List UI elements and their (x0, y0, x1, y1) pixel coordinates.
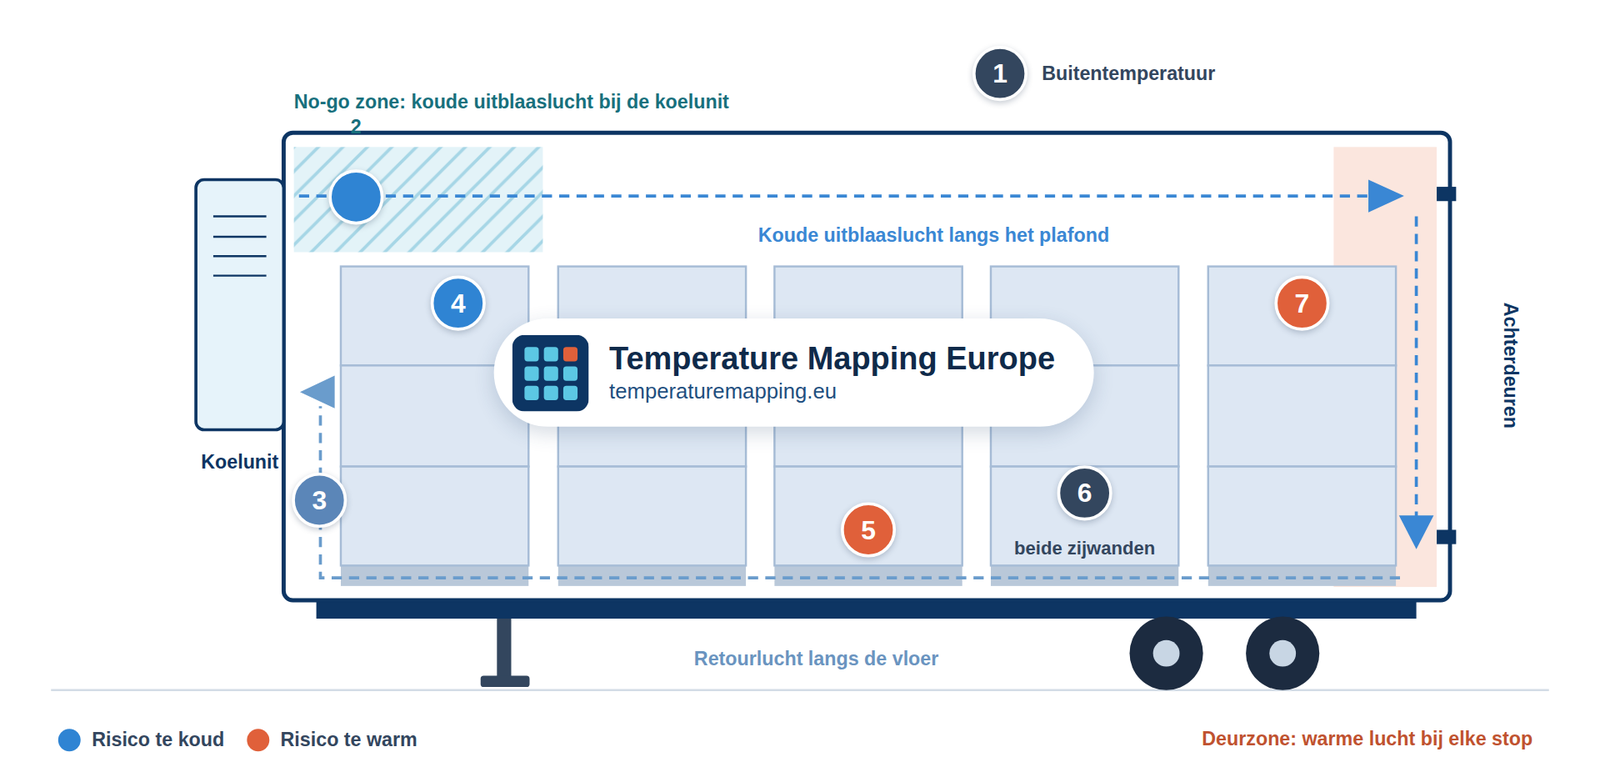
landing-leg-part (480, 675, 530, 687)
pallets-part (990, 565, 1179, 585)
return-air-flow-part (320, 405, 1400, 578)
zone-note: Deurzone: warme lucht bij elke stop (1201, 726, 1533, 751)
ground-line (50, 689, 1550, 691)
supply-air-flow-part (1399, 515, 1435, 549)
callout-number: 7 (1277, 278, 1327, 328)
callout-circle: 6 (1057, 465, 1113, 520)
no-go-zone-fill (294, 146, 544, 252)
callout-circle: 2 (328, 169, 384, 225)
callout-circle: 3 (291, 472, 347, 528)
callout-label: Buitentemperatuur (1041, 60, 1215, 85)
zone-label: Koelunit (200, 450, 279, 475)
no-go-zone: No-go zone: koude uitblaaslucht bij de k… (294, 146, 544, 252)
pallets-part (340, 466, 529, 566)
callout-number: 5 (844, 505, 894, 555)
callout-circle: 7 (1274, 275, 1330, 331)
landing-leg-part (496, 612, 511, 680)
flow-label: Koude uitblaaslucht langs het plafond (758, 223, 1110, 248)
pallets-part (558, 565, 746, 585)
wheels-part (1269, 640, 1296, 667)
wheels-part (1130, 616, 1204, 690)
wheels-part (1153, 640, 1180, 667)
callout-number: 1 (975, 49, 1025, 99)
wheels (1130, 616, 1320, 690)
brand-url: temperaturemapping.eu (609, 377, 1055, 405)
legend-text: Risico te warm (280, 727, 418, 752)
trailer-body (283, 132, 1450, 600)
door-hinges-part (1436, 186, 1456, 201)
return-air-flow-part (300, 375, 335, 409)
cooling-unit-body-part (213, 216, 267, 276)
legend-swatch (58, 728, 81, 751)
pallets-part (1208, 565, 1396, 585)
brand-name: Temperature Mapping Europe (609, 340, 1055, 378)
callout-number: 3 (295, 475, 345, 525)
cooling-unit-body-part (195, 180, 284, 430)
supply-air-flow-part (1368, 180, 1405, 213)
callout-number: 4 (433, 278, 483, 328)
cooling-unit: Koelunit (195, 180, 284, 430)
logo-icon (512, 334, 590, 411)
callout-circle: 4 (430, 275, 486, 331)
pallets-part (340, 565, 529, 585)
door-hinges-part (1436, 530, 1456, 545)
pallets-part (1208, 365, 1396, 466)
landing-leg (480, 612, 530, 687)
supply-air-flow (299, 180, 1435, 550)
door-label: Achterdeuren (1498, 302, 1523, 429)
legend-text: Risico te koud (91, 727, 225, 752)
pallets-part (558, 466, 746, 566)
callout-number: 6 (1060, 468, 1110, 518)
zone-label: No-go zone: koude uitblaaslucht bij de k… (294, 90, 730, 115)
callout-label: beide zijwanden (1014, 535, 1155, 560)
pallets-part (774, 565, 962, 585)
legend-item: Risico te warm (246, 727, 418, 752)
legend-item: Risico te koud (58, 727, 225, 752)
cooling-unit-body (195, 180, 284, 430)
callout-circle: 5 (840, 501, 896, 557)
flow-label: Retourlucht langs de vloer (694, 646, 939, 671)
callout-number: 2 (331, 115, 381, 165)
legend-swatch (246, 728, 270, 751)
supply-air-flow-part (1415, 216, 1419, 517)
pallets-part (774, 466, 962, 566)
legend: Risico te koud Risico te warm (58, 727, 440, 752)
door-hinges (1436, 186, 1456, 545)
wheels-part (1245, 616, 1320, 690)
pallets-part (1208, 466, 1396, 566)
supply-air-flow-part (299, 194, 1370, 198)
callout-circle: 1 (972, 45, 1028, 101)
pallets (340, 266, 1396, 586)
pallets-part (1208, 266, 1396, 366)
badge-text: Temperature Mapping Europetemperaturemap… (609, 340, 1055, 405)
logo-badge: Temperature Mapping Europetemperaturemap… (494, 318, 1095, 427)
